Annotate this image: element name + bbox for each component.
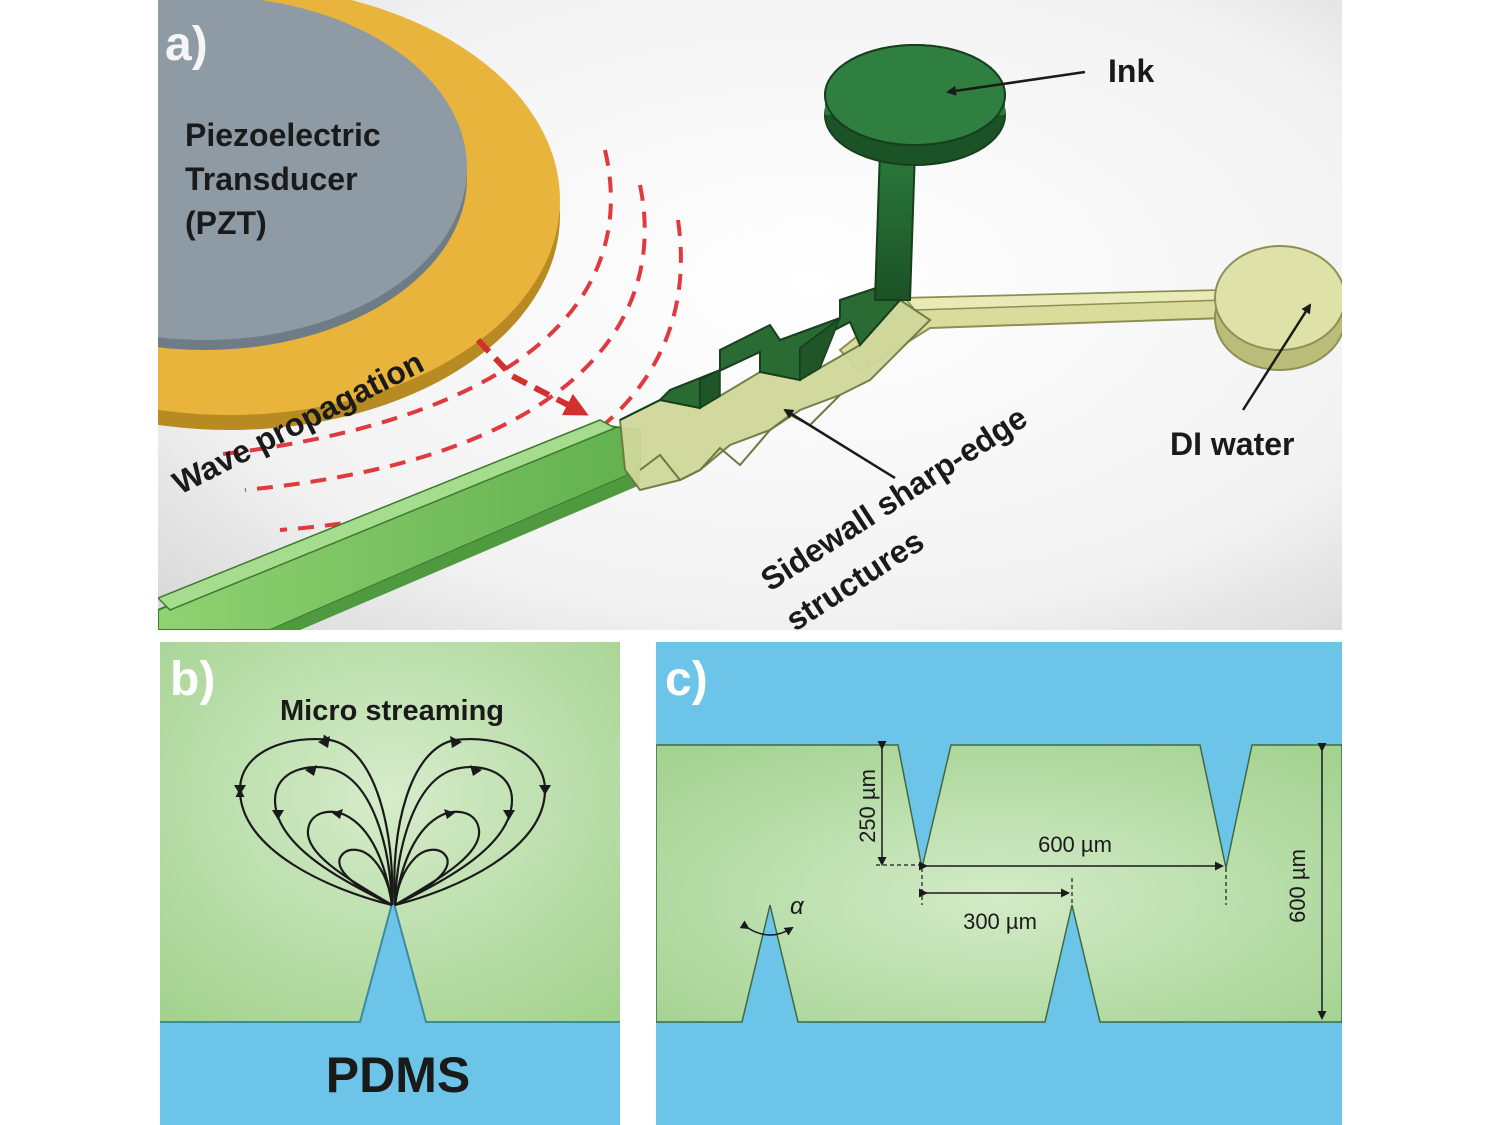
ink-label: Ink	[1108, 53, 1154, 89]
wave-arc-1	[214, 149, 613, 457]
panel-c: 250 µm 600 µm 300 µm 600 µm α c)	[656, 642, 1342, 1125]
pdms-wall-b	[160, 900, 620, 1125]
transducer-label-line1: Piezoelectric	[185, 117, 381, 153]
wave-arc-3	[279, 219, 683, 532]
streamline-left-3	[306, 810, 394, 906]
panel-a: Piezoelectric Transducer (PZT) Wave prop…	[158, 0, 1342, 630]
streamline-arrowheads	[234, 736, 551, 820]
dim-250-label: 250 µm	[855, 769, 880, 843]
transducer-label-line2: Transducer	[185, 161, 358, 197]
dim-300-label: 300 µm	[963, 909, 1037, 934]
transducer-label-line3: (PZT)	[185, 205, 267, 241]
alpha-label: α	[790, 893, 805, 920]
piezoelectric-transducer	[158, 0, 560, 430]
panel-b: PDMS Micro streaming b)	[160, 642, 620, 1125]
streamline-right-outer	[393, 738, 547, 907]
alpha-arc	[739, 920, 794, 936]
streamline-right-2	[393, 766, 514, 906]
wave-arc-2	[244, 184, 647, 492]
panel-c-letter: c)	[665, 653, 708, 706]
micro-streaming-label: Micro streaming	[280, 695, 504, 727]
dim-600h-label: 600 µm	[1038, 832, 1112, 857]
panel-c-fluid	[656, 744, 1342, 1023]
streamline-left-2	[273, 766, 394, 906]
streamline-left-4	[338, 848, 394, 906]
di-water-arrow	[1241, 303, 1312, 411]
di-water-channel	[838, 245, 1342, 374]
di-water-label: DI water	[1170, 426, 1294, 462]
ink-arrow	[946, 70, 1086, 96]
sidewall-arrow	[783, 408, 896, 480]
streamline-right-3	[393, 810, 481, 906]
streaming-vortices	[235, 734, 547, 907]
ink-reservoir	[824, 44, 1006, 301]
dim-600v-label: 600 µm	[1285, 849, 1310, 923]
panel-b-letter: b)	[170, 653, 215, 706]
streamline-left-outer	[235, 734, 394, 907]
panel-a-letter: a)	[165, 18, 208, 71]
pdms-label: PDMS	[326, 1047, 470, 1103]
wave-fronts	[214, 149, 683, 532]
streamline-right-4	[393, 848, 449, 906]
main-channel	[158, 419, 641, 630]
